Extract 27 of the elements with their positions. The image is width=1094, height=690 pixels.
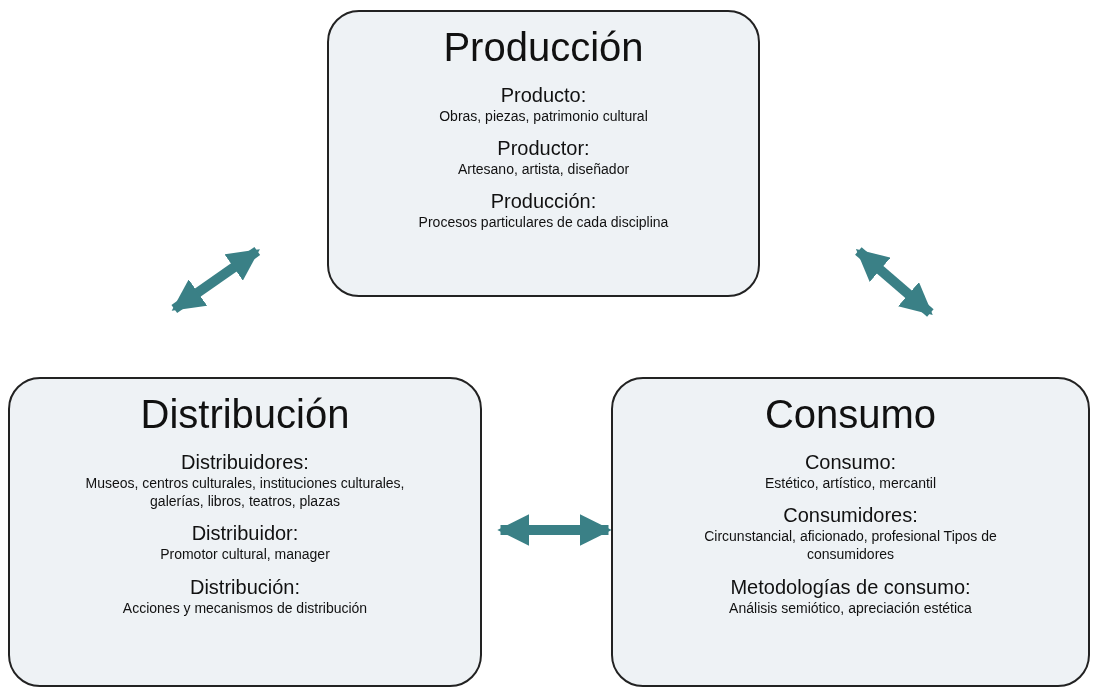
section-heading: Distribuidores: <box>181 451 309 474</box>
section-heading: Distribuidor: <box>191 522 299 546</box>
section-text: Procesos particulares de cada disciplina <box>418 213 669 232</box>
rounded-box <box>611 377 1090 687</box>
section-heading: Productor: <box>497 137 590 161</box>
section-text: Museos, centros culturales, instituciones culturales, galerías, libros, teatros, plazas <box>84 474 406 511</box>
rounded-box <box>327 10 760 297</box>
section-text: Circunstancial, aficionado, profesional Tipos de consumidores <box>703 527 998 564</box>
double-arrow <box>171 246 261 314</box>
section-heading: Distribución: <box>189 575 300 599</box>
section-text: Obras, piezas, patrimonio cultural <box>439 107 648 126</box>
section-text: Análisis semiótico, apreciación estética <box>729 598 972 617</box>
double-arrow <box>855 247 934 317</box>
section-text: Artesano, artista, diseñador <box>457 160 630 179</box>
section-heading: Consumo: <box>804 451 897 474</box>
section-text: Acciones y mecanismos de distribución <box>122 598 368 617</box>
section-heading: Producción: <box>490 190 597 214</box>
double-arrow <box>497 514 612 546</box>
box-title: Producción <box>443 24 644 70</box>
section-text: Promotor cultural, manager <box>160 545 330 564</box>
section-heading: Metodologías de consumo: <box>730 575 971 599</box>
section-heading: Consumidores: <box>783 504 918 528</box>
section-heading: Producto: <box>500 84 587 107</box>
box-title: Distribución <box>140 391 350 437</box>
section-text: Estético, artístico, mercantil <box>764 474 937 493</box>
box-title: Consumo <box>764 391 937 437</box>
rounded-box <box>8 377 482 687</box>
